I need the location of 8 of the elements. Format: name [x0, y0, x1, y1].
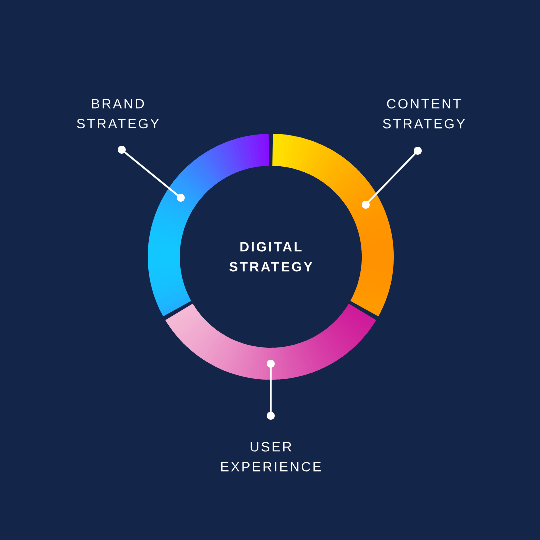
text-label: USER EXPERIENCE — [222, 442, 322, 472]
text-label: BRAND STRATEGY — [77, 99, 160, 129]
leader-line — [118, 146, 185, 202]
leader-line — [267, 360, 275, 420]
text-label: CONTENT STRATEGY — [383, 99, 466, 129]
leader-line — [362, 147, 422, 209]
text-label: DIGITAL STRATEGY — [230, 242, 313, 272]
ring-segment — [166, 304, 376, 380]
